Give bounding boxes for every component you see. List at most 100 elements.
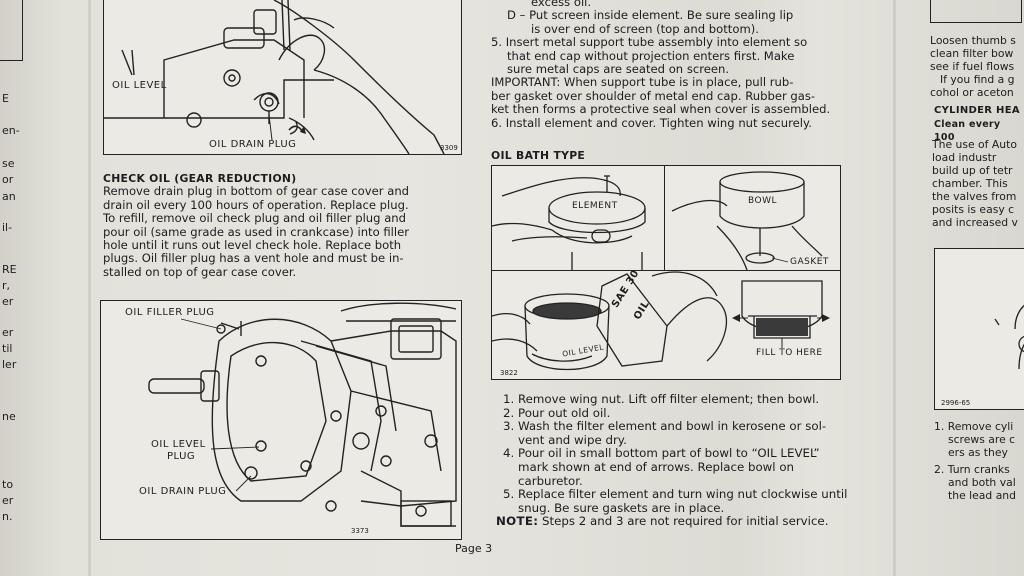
cylinder-head-illustration: [994, 304, 1024, 370]
right-step-line: 2. Turn cranks: [934, 463, 1010, 476]
right-line: The use of Auto: [932, 138, 1017, 151]
check-oil-line: hole until it runs out level check hole.…: [103, 238, 402, 253]
check-oil-line: To refill, remove oil check plug and oil…: [103, 211, 407, 226]
right-line: Loosen thumb s: [930, 34, 1016, 47]
right-line: cohol or aceton: [930, 86, 1014, 99]
figure-number: 3373: [351, 527, 369, 535]
left-fragment: ler: [2, 358, 17, 371]
right-text-mid: The use of Auto load industr build up of…: [932, 138, 1018, 229]
right-line: clean filter bow: [930, 47, 1014, 60]
right-step-line: ers as they: [948, 446, 1008, 459]
right-line: and increased v: [932, 216, 1018, 229]
check-oil-line: pour oil (same grade as used in crankcas…: [103, 224, 410, 239]
instruction-line: is over end of screen (top and bottom).: [531, 21, 759, 36]
right-line: posits is easy c: [932, 203, 1015, 216]
step-item: Replace filter element and turn wing nut…: [518, 487, 848, 515]
oil-bath-steps: Remove wing nut. Lift off filter element…: [496, 392, 848, 529]
label-element: ELEMENT: [572, 201, 618, 211]
right-line: chamber. This: [932, 177, 1008, 190]
left-column-fragments: E en- se or an il- RE r, er er til ler n…: [0, 0, 60, 576]
note-label: NOTE:: [496, 514, 539, 529]
instruction-line: 6. Install element and cover. Tighten wi…: [491, 115, 812, 130]
step-item: Pour oil in small bottom part of bowl to…: [518, 447, 848, 488]
step-item: Pour out old oil.: [518, 406, 848, 421]
figure-number: 3822: [500, 369, 518, 377]
engine-drain-illustration: [104, 0, 445, 154]
label-fill-to-here: FILL TO HERE: [756, 348, 823, 358]
left-fragment: RE: [2, 263, 17, 276]
left-fragment: an: [2, 190, 16, 203]
page-fold-right: [893, 0, 896, 576]
check-oil-line: plugs. Oil filler plug has a vent hole a…: [103, 251, 404, 266]
left-figure-edge: [0, 0, 23, 61]
right-step-line: 1. Remove cyli: [934, 420, 1014, 433]
left-fragment: til: [2, 342, 13, 355]
left-fragment: en-: [2, 124, 20, 137]
gear-case-illustration: [148, 302, 457, 527]
left-fragment: er: [2, 295, 14, 308]
important-line: ket then forms a protective seal when co…: [491, 102, 831, 117]
figure-divider-v: [664, 166, 665, 270]
figure-gear-case: OIL FILLER PLUG OIL LEVEL PLUG OIL DRAIN…: [100, 300, 462, 540]
oil-bath-heading: OIL BATH TYPE: [491, 149, 586, 162]
left-fragment: or: [2, 173, 14, 186]
figure-cylinder-head: 2996-65: [934, 248, 1024, 410]
right-text-top: Loosen thumb s clean filter bow see if f…: [930, 34, 1016, 99]
right-line: see if fuel flows: [930, 60, 1015, 73]
left-fragment: il-: [2, 221, 13, 234]
important-line: ber gasket over shoulder of metal end ca…: [491, 88, 816, 103]
label-bowl: BOWL: [748, 196, 778, 206]
step-item: Wash the filter element and bowl in kero…: [518, 419, 848, 447]
label-oil-level-plug-line1: OIL LEVEL: [151, 439, 206, 450]
important-line: IMPORTANT: When support tube is in place…: [491, 75, 794, 90]
left-fragment: se: [2, 157, 15, 170]
figure-oil-bath: ELEMENT BOWL GASKET SAE 30 OIL OIL LEVEL…: [491, 165, 841, 380]
figure-oil-drain: OIL LEVEL OIL DRAIN PLUG 3309: [103, 0, 462, 155]
right-column-fragments: Loosen thumb s clean filter bow see if f…: [930, 0, 1024, 576]
element-instructions: excess oil. D – Put screen inside elemen…: [491, 0, 841, 130]
left-fragment: E: [2, 92, 9, 105]
left-fragment: n.: [2, 510, 13, 523]
check-oil-line: stalled on top of gear case cover.: [103, 264, 297, 279]
instruction-line: D – Put screen inside element. Be sure s…: [507, 8, 794, 23]
check-oil-section: CHECK OIL (GEAR REDUCTION) Remove drain …: [103, 172, 463, 279]
label-oil-filler-plug: OIL FILLER PLUG: [125, 307, 215, 318]
right-line: the valves from: [932, 190, 1017, 203]
figure-number: 3309: [440, 144, 458, 152]
figure-number: 2996-65: [941, 399, 971, 407]
step-item: Remove wing nut. Lift off filter element…: [518, 392, 848, 407]
note-text: Steps 2 and 3 are not required for initi…: [541, 514, 829, 529]
label-oil-level: OIL LEVEL: [112, 80, 167, 91]
right-step-line: and both val: [948, 476, 1016, 489]
instruction-line: sure metal caps are seated on screen.: [507, 62, 730, 77]
right-step-line: the lead and: [948, 489, 1017, 502]
label-gasket: GASKET: [790, 257, 829, 267]
label-oil-drain-plug: OIL DRAIN PLUG: [139, 486, 227, 497]
left-fragment: ne: [2, 410, 16, 423]
left-fragment: er: [2, 326, 14, 339]
check-oil-heading: CHECK OIL (GEAR REDUCTION): [103, 172, 297, 185]
figure-divider-h: [492, 270, 840, 271]
label-oil-drain-plug: OIL DRAIN PLUG: [209, 139, 297, 150]
left-fragment: to: [2, 478, 14, 491]
oil-bath-illustration: [492, 171, 830, 371]
page-fold-left: [88, 0, 91, 576]
cylinder-head-subheading: Clean every 100: [934, 119, 1001, 143]
label-oil-level-plug-line2: PLUG: [167, 451, 196, 462]
check-oil-line: drain oil every 100 hours of operation. …: [103, 197, 409, 212]
right-line: load industr: [932, 151, 997, 164]
right-figure-edge-top: [930, 0, 1022, 23]
left-fragment: er: [2, 494, 14, 507]
right-steps: 1. Remove cyli screws are c ers as they …: [934, 420, 1016, 502]
cylinder-head-heading: CYLINDER HEA: [934, 105, 1020, 116]
instruction-line: 5. Insert metal support tube assembly in…: [491, 35, 808, 50]
instruction-line: excess oil.: [531, 0, 592, 9]
right-step-line: screws are c: [948, 433, 1016, 446]
page-number: Page 3: [455, 542, 493, 555]
left-fragment: r,: [2, 279, 11, 292]
check-oil-line: Remove drain plug in bottom of gear case…: [103, 184, 410, 199]
right-line: If you find a g: [940, 73, 1015, 86]
right-line: build up of tetr: [932, 164, 1013, 177]
instruction-line: that end cap without projection enters f…: [507, 48, 795, 63]
